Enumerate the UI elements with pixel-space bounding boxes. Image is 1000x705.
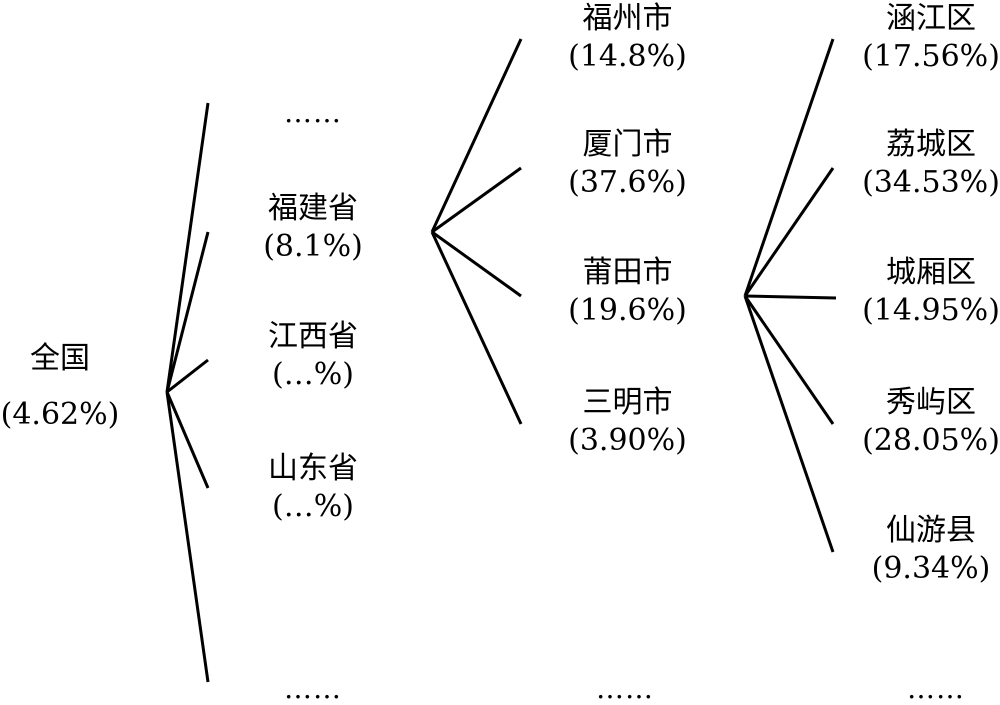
- city-node-putian: 莆田市 (19.6%): [560, 254, 695, 329]
- connector-fujian-xiamen: [431, 166, 522, 234]
- city-value: (37.6%): [568, 164, 687, 200]
- connector-root-jiangxi: [166, 358, 209, 394]
- connector-putian-xianyou: [743, 295, 835, 553]
- province-value: (8.1%): [263, 228, 363, 264]
- district-name: 仙游县: [886, 513, 976, 548]
- district-node-hanjiang: 涵江区 (17.56%): [862, 0, 1000, 75]
- province-value: (…%): [272, 488, 354, 524]
- city-ellipsis-bottom: ……: [596, 672, 654, 705]
- city-name: 福州市: [582, 1, 673, 36]
- province-value: (…%): [272, 356, 354, 392]
- province-node-shandong: 山东省 (…%): [248, 450, 378, 525]
- city-name: 莆田市: [582, 255, 673, 290]
- province-ellipsis-top: ……: [284, 96, 342, 129]
- connector-root-shandong: [165, 391, 210, 489]
- district-value: (28.05%): [862, 422, 1000, 458]
- connector-putian-chengxiang: [744, 294, 837, 300]
- province-node-jiangxi: 江西省 (…%): [248, 318, 378, 393]
- district-value: (34.53%): [862, 164, 1000, 200]
- city-value: (3.90%): [568, 422, 687, 458]
- district-node-xianyou: 仙游县 (9.34%): [862, 512, 1000, 587]
- district-name: 涵江区: [886, 1, 976, 36]
- province-node-fujian: 福建省 (8.1%): [248, 190, 378, 265]
- province-name: 山东省: [268, 451, 358, 486]
- connector-putian-hanjiang: [743, 38, 835, 297]
- city-node-xiamen: 厦门市 (37.6%): [560, 126, 695, 201]
- root-name: 全国: [30, 341, 90, 376]
- district-ellipsis-bottom: ……: [907, 672, 965, 705]
- connector-root-fujian: [165, 231, 210, 393]
- district-value: (9.34%): [871, 550, 991, 586]
- province-ellipsis-bottom: ……: [284, 672, 342, 705]
- district-value: (14.95%): [862, 292, 1000, 328]
- city-value: (19.6%): [568, 292, 687, 328]
- district-name: 秀屿区: [886, 385, 976, 420]
- city-node-sanming: 三明市 (3.90%): [560, 384, 695, 459]
- district-value: (17.56%): [862, 38, 1000, 74]
- root-value: (4.62%): [0, 396, 120, 432]
- connector-root-top-ellipsis: [165, 102, 210, 393]
- district-node-licheng: 荔城区 (34.53%): [862, 126, 1000, 201]
- connector-root-bottom-ellipsis: [165, 391, 210, 683]
- city-value: (14.8%): [568, 38, 687, 74]
- district-name: 荔城区: [886, 127, 976, 162]
- connector-fujian-fuzhou: [430, 38, 523, 233]
- city-node-fuzhou: 福州市 (14.8%): [560, 0, 695, 75]
- district-name: 城厢区: [886, 255, 976, 290]
- city-name: 三明市: [582, 385, 673, 420]
- province-name: 江西省: [268, 319, 358, 354]
- root-node: 全国 (4.62%): [0, 340, 120, 433]
- connector-putian-licheng: [743, 167, 835, 297]
- connector-fujian-putian: [431, 230, 522, 298]
- connector-fujian-sanming: [430, 231, 523, 425]
- province-name: 福建省: [268, 191, 358, 226]
- connector-putian-xiuyu: [743, 295, 835, 425]
- city-name: 厦门市: [582, 127, 673, 162]
- district-node-chengxiang: 城厢区 (14.95%): [862, 254, 1000, 329]
- district-node-xiuyu: 秀屿区 (28.05%): [862, 384, 1000, 459]
